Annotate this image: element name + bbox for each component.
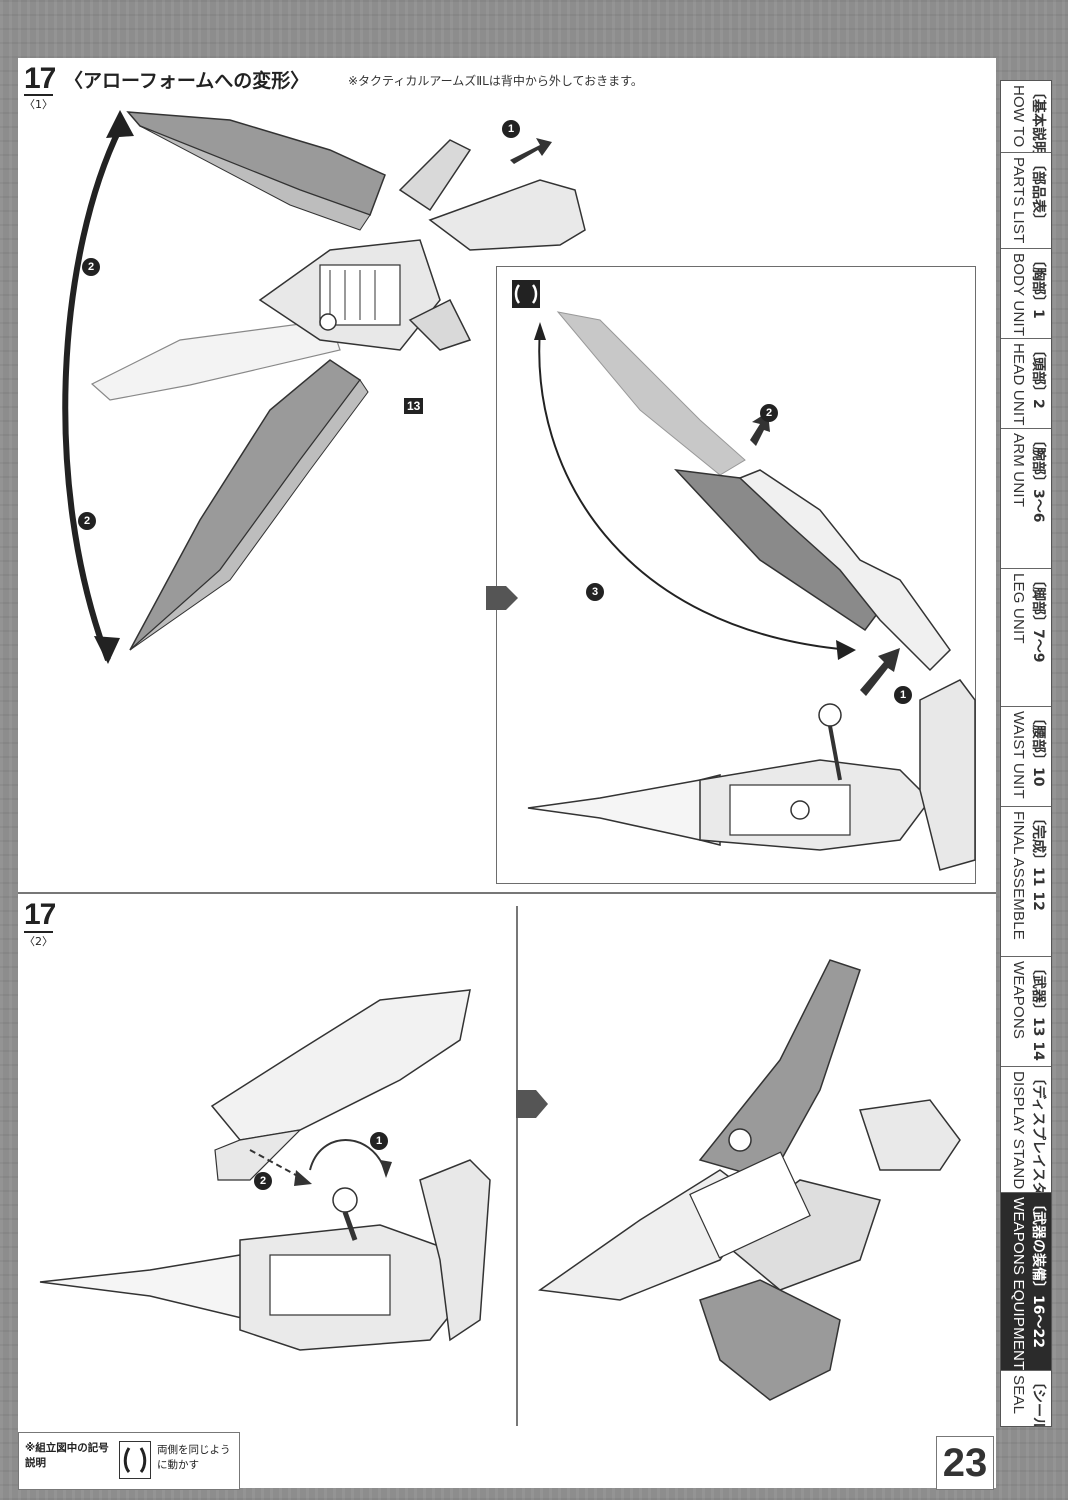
step-marker-2: 2 [82,258,100,276]
step-marker-1: 1 [502,120,520,138]
step-number: 17 [24,62,56,95]
panel-divider [516,906,518,1426]
step-marker-2b: 2 [78,512,96,530]
legend-note: ※組立図中の記号説明 [25,1442,109,1469]
both-sides-legend-icon [119,1441,151,1479]
detail-marker-1: 1 [894,686,912,704]
step-sub-number-2: 〈2〉 [24,931,53,949]
step2-marker-1: 1 [370,1132,388,1150]
step-number-2: 17 [24,898,56,931]
both-sides-icon [512,280,540,308]
tab-seal[interactable]: 〔シール〕SEAL [1010,1375,1046,1426]
step-note: ※タクティカルアームズⅡLは背中から外しておきます。 [348,74,643,88]
legend-text: 両側を同じように動かす [157,1444,231,1471]
tab-parts-list[interactable]: 〔部品表〕PARTS LIST [1001,153,1051,249]
step-divider [18,892,996,894]
detail-marker-3: 3 [586,583,604,601]
tab-how-to[interactable]: 〔基本説明〕HOW TO [1001,81,1051,153]
detail-marker-2: 2 [760,404,778,422]
page-number: 23 [936,1436,994,1490]
step-title: 〈アローフォームへの変形〉 [64,70,310,92]
step-sub-number: 〈1〉 [24,94,53,112]
symbol-legend: ※組立図中の記号説明 両側を同じように動かす [18,1432,240,1490]
step2-marker-2: 2 [254,1172,272,1190]
part-number-label: 13 [404,398,424,414]
